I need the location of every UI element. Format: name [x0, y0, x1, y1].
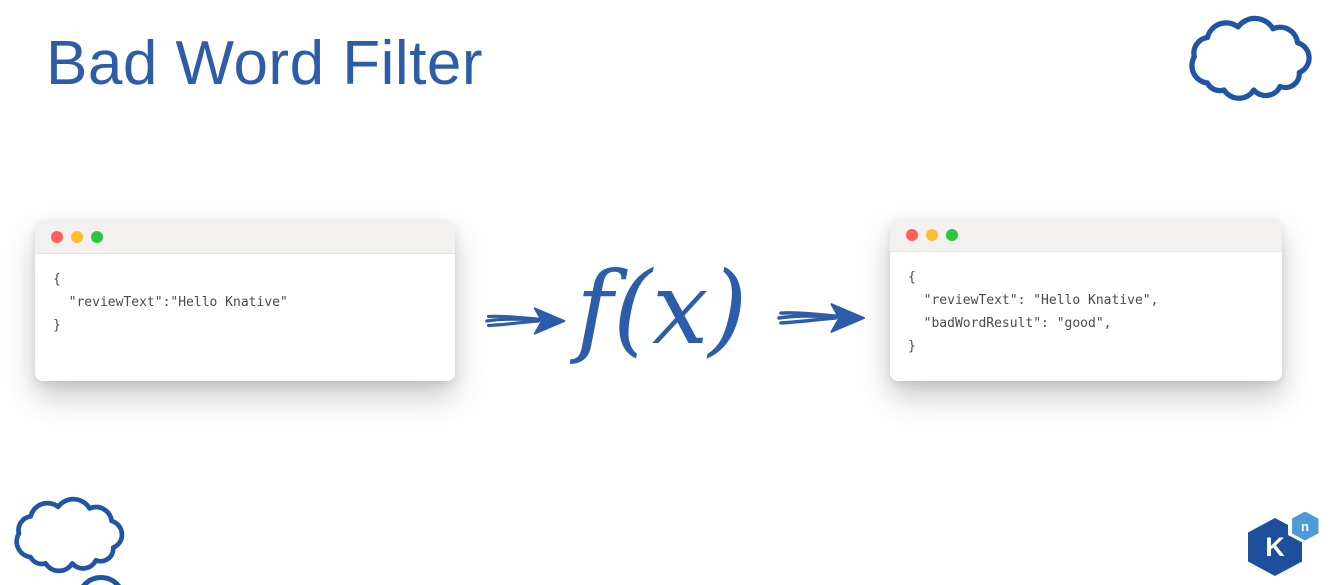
- cloud-icon-top-right: [1189, 15, 1312, 101]
- page-title: Bad Word Filter: [46, 29, 484, 98]
- code-line: }: [908, 339, 916, 354]
- partial-cloud-arc-icon: [76, 575, 126, 585]
- code-line: {: [908, 270, 916, 285]
- input-json-code: { "reviewText":"Hello Knative"}: [35, 254, 455, 351]
- code-line: }: [53, 318, 61, 333]
- code-line: {: [53, 272, 61, 287]
- output-code-window: { "reviewText": "Hello Knative", "badWor…: [890, 218, 1282, 381]
- logo-letter-n: n: [1301, 518, 1309, 534]
- minimize-dot-icon: [71, 230, 83, 243]
- window-titlebar: [890, 218, 1282, 252]
- knative-sub-hexagon-fill: n: [1291, 511, 1319, 541]
- window-titlebar: [35, 220, 455, 254]
- close-dot-icon: [51, 230, 63, 243]
- logo-letter-k: K: [1265, 531, 1285, 562]
- arrow-right-icon: [485, 307, 566, 335]
- zoom-dot-icon: [946, 228, 958, 241]
- code-line: "badWordResult": "good",: [908, 316, 1112, 331]
- minimize-dot-icon: [926, 228, 938, 241]
- close-dot-icon: [906, 228, 918, 241]
- zoom-dot-icon: [91, 230, 103, 243]
- code-line: "reviewText":"Hello Knative": [53, 295, 288, 310]
- function-fx-label: f(x): [576, 250, 748, 367]
- cloud-icon-bottom-left: [14, 496, 125, 574]
- output-json-code: { "reviewText": "Hello Knative", "badWor…: [890, 252, 1282, 372]
- code-line: "reviewText": "Hello Knative",: [908, 293, 1159, 308]
- arrow-right-icon: [777, 303, 866, 333]
- knative-logo: K n: [1248, 508, 1326, 576]
- input-code-window: { "reviewText":"Hello Knative"}: [35, 220, 455, 381]
